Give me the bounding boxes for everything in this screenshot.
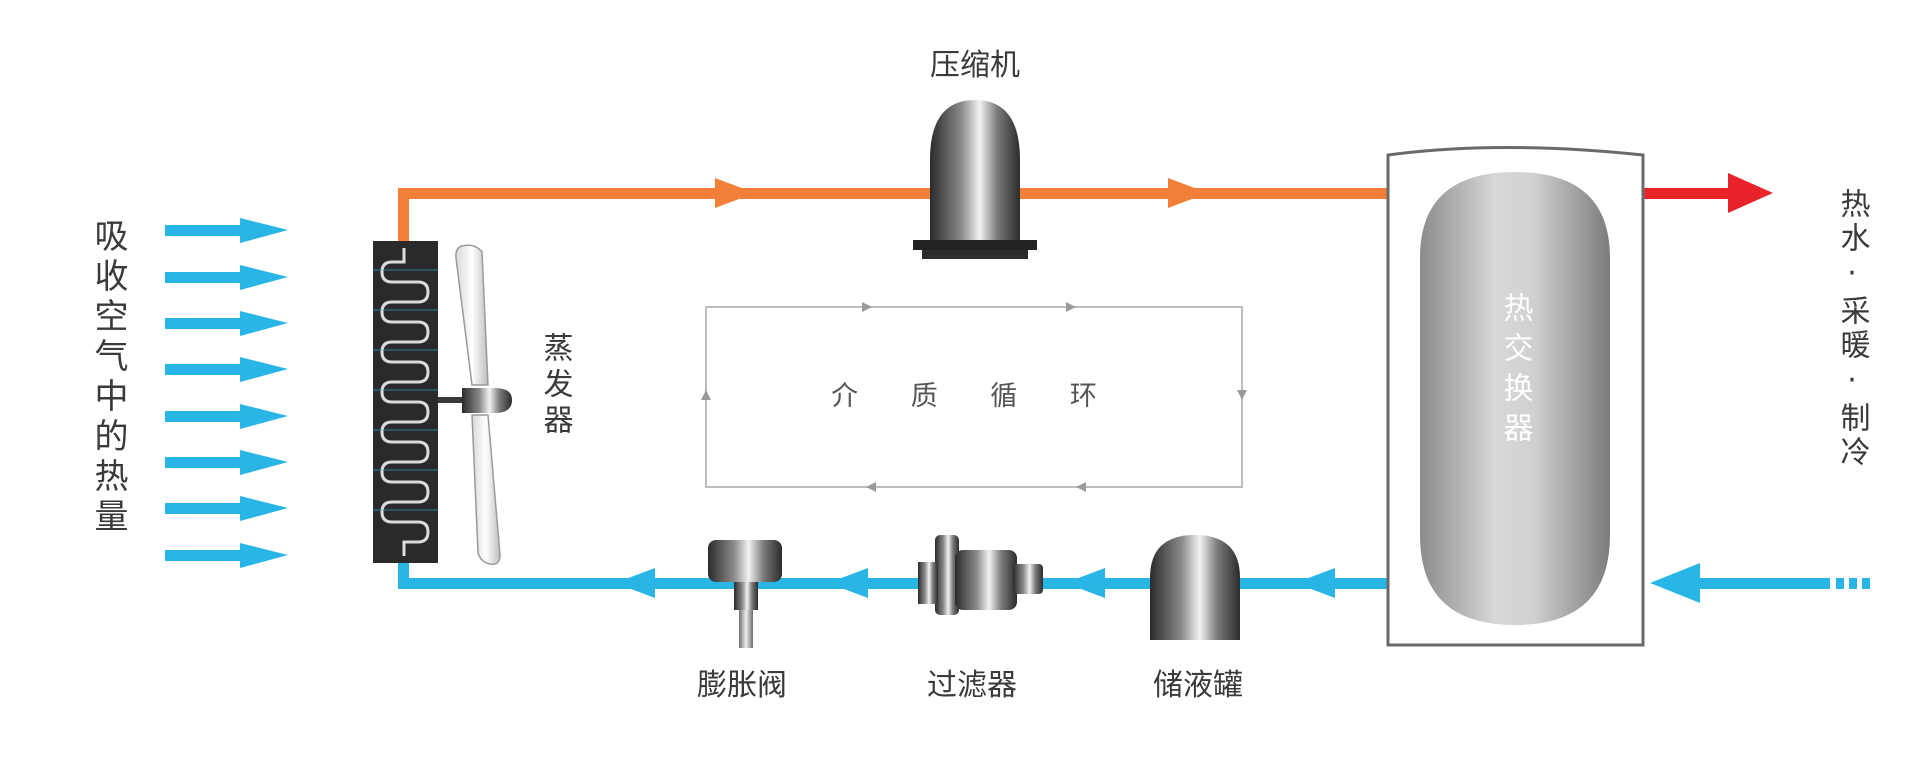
flow-arrow-blue: [615, 568, 655, 598]
cycle-arrows: [701, 302, 1247, 492]
medium-cycle-label: 介 质 循 环: [831, 381, 1119, 412]
air-arrow: [165, 357, 288, 382]
hot-refrigerant-line: [398, 178, 1398, 248]
receiver-tank-icon: [1150, 535, 1240, 640]
compressor-icon: [913, 100, 1037, 259]
air-arrow: [165, 450, 288, 475]
flow-arrow-blue: [828, 568, 868, 598]
evaporator-coil: [373, 241, 438, 563]
fan-icon: [438, 244, 512, 566]
receiver-label: 储液罐: [1153, 668, 1243, 703]
flow-arrow-blue: [1295, 568, 1335, 598]
air-arrow: [165, 543, 288, 568]
air-arrow: [165, 311, 288, 336]
water-inlet-line: [1650, 563, 1870, 603]
cold-refrigerant-line: [398, 555, 1398, 598]
absorb-heat-label: 吸收空气中的热量: [88, 218, 128, 538]
air-arrow: [165, 218, 288, 243]
air-intake-arrows: [165, 218, 288, 568]
air-arrow: [165, 404, 288, 429]
air-arrow: [165, 265, 288, 290]
evaporator-label: 蒸发器: [538, 332, 574, 440]
flow-arrow-orange: [715, 178, 755, 208]
flow-arrow-blue: [1065, 568, 1105, 598]
air-arrow: [165, 496, 288, 521]
heat-exchanger-label: 热交换器: [1498, 292, 1534, 452]
expansion-valve-label: 膨胀阀: [697, 668, 787, 703]
hot-output-arrow: [1628, 173, 1773, 213]
filter-icon: [918, 535, 1043, 615]
output-label: 热水·采暖·制冷: [1835, 188, 1870, 470]
compressor-label: 压缩机: [930, 48, 1020, 83]
expansion-valve-icon: [708, 540, 782, 648]
flow-arrow-orange: [1168, 178, 1208, 208]
heat-exchanger: [1386, 146, 1645, 647]
filter-label: 过滤器: [927, 668, 1017, 703]
